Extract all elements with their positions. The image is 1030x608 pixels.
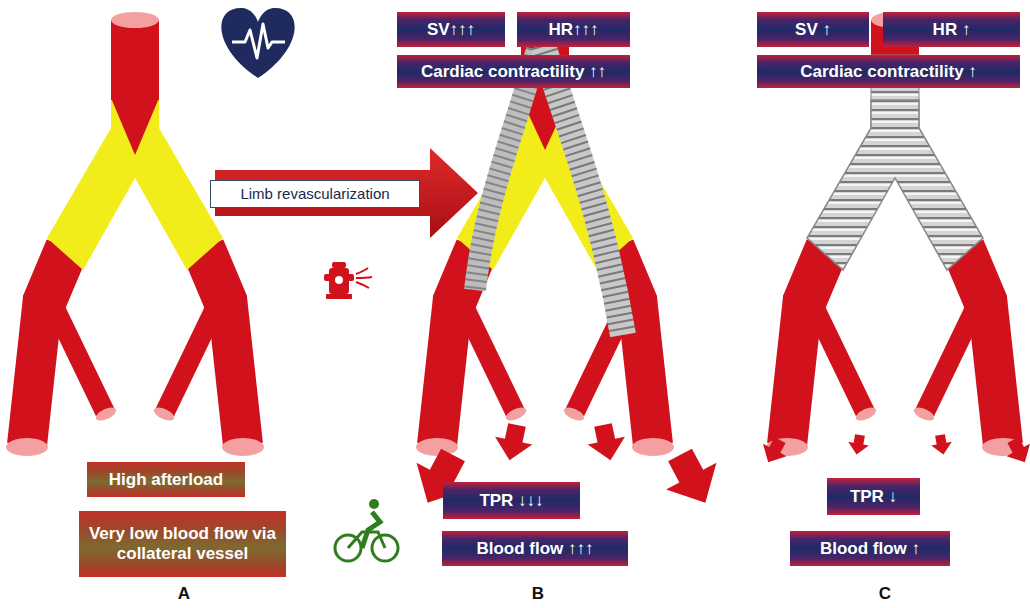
contractility-box: Cardiac contractility ↑ xyxy=(757,55,1020,88)
box-text: HR↑↑↑ xyxy=(548,20,598,40)
procedure-label-box: Limb revascularization xyxy=(210,180,420,208)
box-text: SV ↑ xyxy=(795,20,831,40)
heart-rate-box: HR ↑ xyxy=(883,12,1020,47)
panel-letter: A xyxy=(178,584,190,604)
box-text: Very low blood flow via collateral vesse… xyxy=(79,524,286,563)
heart-rate-box: HR↑↑↑ xyxy=(517,12,630,47)
panel-letter: B xyxy=(532,584,544,604)
blood-flow-box: Very low blood flow via collateral vesse… xyxy=(79,511,286,577)
box-text: Cardiac contractility ↑↑ xyxy=(421,62,606,82)
box-text: HR ↑ xyxy=(933,20,971,40)
blood-flow-box: Blood flow ↑↑↑ xyxy=(442,531,628,566)
cyclist-icon xyxy=(335,499,398,561)
box-text: TPR ↓↓↓ xyxy=(479,491,543,511)
box-text: Cardiac contractility ↑ xyxy=(800,62,977,82)
stent-graft-aorta xyxy=(756,12,1030,468)
box-text: SV↑↑↑ xyxy=(427,20,475,40)
panel-letter: C xyxy=(879,584,891,604)
stroke-volume-box: SV↑↑↑ xyxy=(397,12,505,47)
occluded-aorta xyxy=(6,12,264,456)
box-text: High afterload xyxy=(109,470,223,490)
box-text: TPR ↓ xyxy=(850,487,897,507)
heart-icon xyxy=(221,8,294,78)
contractility-box: Cardiac contractility ↑↑ xyxy=(397,55,630,88)
revascularization-arrow xyxy=(215,148,478,238)
resistance-box: TPR ↓↓↓ xyxy=(443,482,580,519)
box-text: Blood flow ↑↑↑ xyxy=(476,539,593,559)
afterload-box: High afterload xyxy=(87,462,245,497)
resistance-box: TPR ↓ xyxy=(827,478,920,515)
hydrant-icon xyxy=(324,262,372,299)
stroke-volume-box: SV ↑ xyxy=(757,12,869,47)
box-text: Blood flow ↑ xyxy=(820,539,920,559)
blood-flow-box: Blood flow ↑ xyxy=(790,531,950,566)
box-text: Limb revascularization xyxy=(240,185,389,202)
